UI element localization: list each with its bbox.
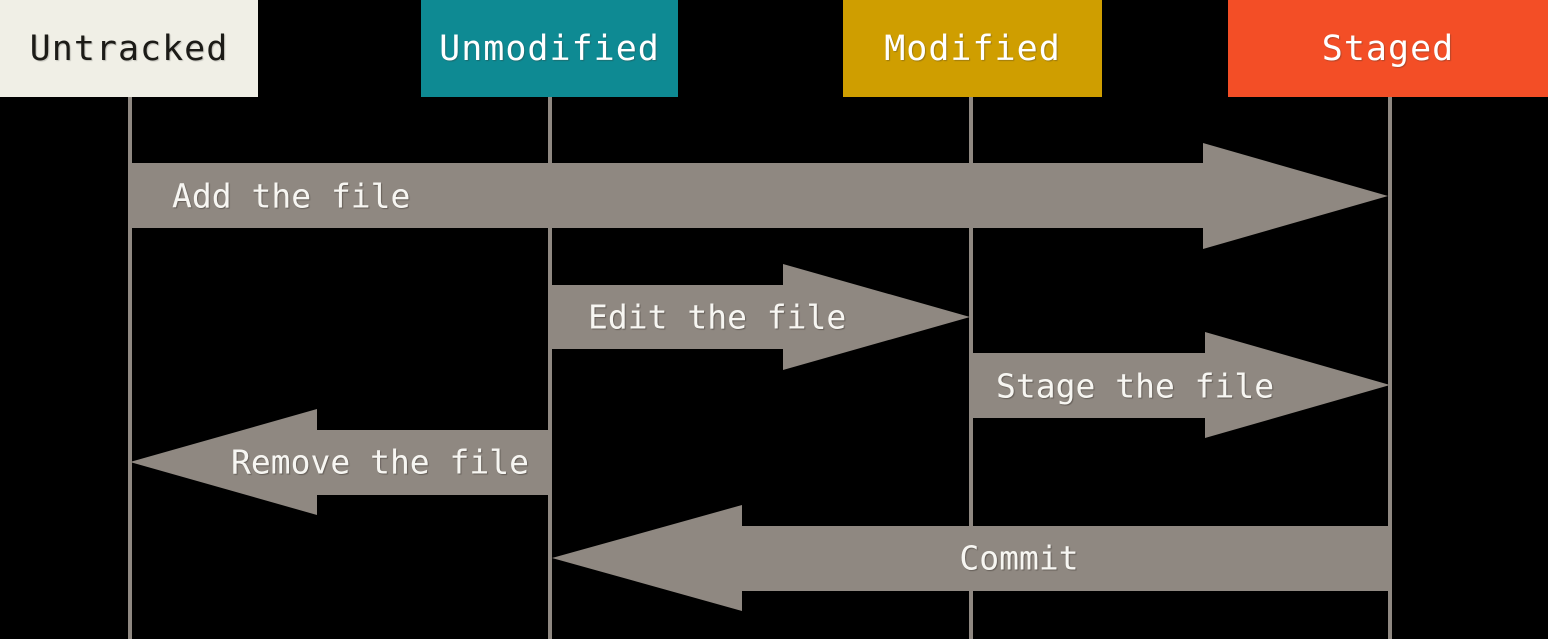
lifeline-untracked — [128, 97, 132, 639]
arrow-shaft — [552, 285, 783, 349]
arrow-head-left-icon — [552, 505, 742, 611]
transition-label-edit: Edit the file — [588, 297, 847, 337]
arrow-head-right-icon — [783, 264, 970, 370]
arrow-shaft — [971, 353, 1205, 418]
arrow-head-left-icon — [130, 409, 317, 515]
arrow-head-right-icon — [1205, 332, 1390, 438]
state-box-modified: Modified — [843, 0, 1102, 97]
state-label-unmodified: Unmodified — [439, 28, 660, 69]
state-box-unmodified: Unmodified — [421, 0, 678, 97]
arrow-shaft — [130, 163, 1203, 228]
state-box-untracked: Untracked — [0, 0, 258, 97]
lifeline-unmodified — [548, 97, 552, 639]
state-label-modified: Modified — [884, 28, 1061, 69]
arrow-shaft — [742, 526, 1390, 591]
transition-label-remove: Remove the file — [231, 442, 530, 482]
lifeline-staged — [1388, 97, 1392, 639]
arrow-shaft — [317, 430, 552, 495]
state-box-staged: Staged — [1228, 0, 1548, 97]
transition-label-stage: Stage the file — [996, 366, 1275, 406]
transition-label-add: Add the file — [172, 176, 411, 216]
arrow-head-right-icon — [1203, 143, 1388, 249]
state-label-staged: Staged — [1321, 28, 1455, 69]
state-label-untracked: Untracked — [29, 28, 229, 69]
transition-label-commit: Commit — [959, 538, 1079, 578]
